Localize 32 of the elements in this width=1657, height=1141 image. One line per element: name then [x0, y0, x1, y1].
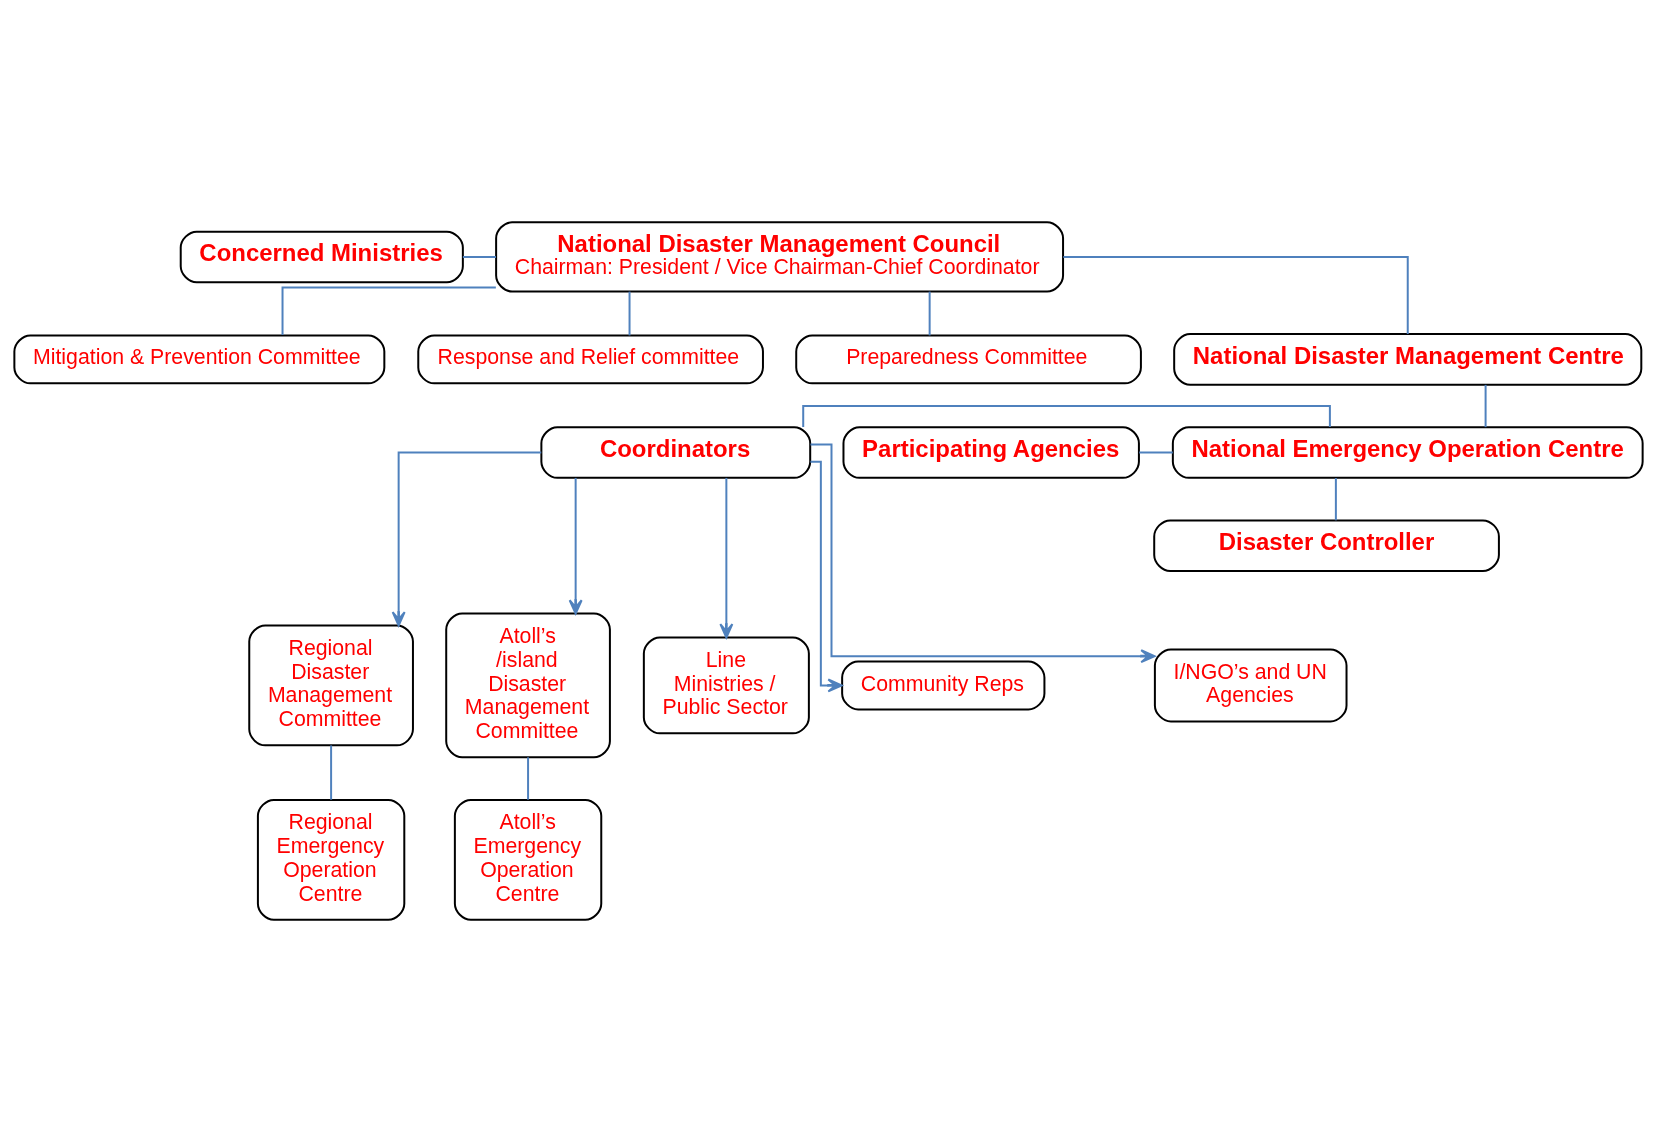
- node-box: Atoll’s Emergency Operation Centre: [453, 798, 603, 921]
- node-box: Coordinators: [540, 425, 812, 479]
- arrow: [719, 476, 734, 638]
- connector: [461, 255, 497, 258]
- arrow: [809, 443, 1156, 663]
- node-box: Regional Disaster Management Committee: [248, 624, 414, 746]
- connector: [1062, 255, 1409, 335]
- connector: [281, 286, 497, 336]
- node-box: National Disaster Management Council Chairman: President / Vice Chairman-Chief Coordinator: [495, 220, 1065, 293]
- arrow: [809, 460, 843, 692]
- node-box: Preparedness Committee: [795, 333, 1142, 384]
- connector: [1484, 383, 1487, 428]
- connector: [1138, 451, 1174, 454]
- node-box: I/NGO’s and UN Agencies: [1153, 648, 1348, 722]
- connector: [928, 290, 931, 336]
- node-box: Community Reps: [841, 660, 1046, 710]
- connector: [330, 743, 333, 801]
- node-box: Atoll’s /island Disaster Management Committee: [445, 612, 611, 758]
- node-box: Response and Relief committee: [417, 333, 764, 384]
- node-box: Regional Emergency Operation Centre: [256, 798, 406, 921]
- arrow: [568, 476, 583, 615]
- connector: [628, 290, 631, 336]
- node-box: Concerned Ministries: [179, 230, 464, 283]
- node-box: Line Ministries / Public Sector: [642, 636, 810, 734]
- connector: [527, 755, 530, 801]
- node-box: National Emergency Operation Centre: [1171, 425, 1644, 479]
- connector: [1334, 476, 1337, 521]
- node-box: Participating Agencies: [842, 425, 1140, 479]
- node-box: Disaster Controller: [1153, 518, 1500, 572]
- node-box: National Disaster Management Centre: [1173, 332, 1643, 386]
- arrow: [391, 451, 543, 626]
- node-box: Mitigation & Prevention Committee: [13, 333, 386, 384]
